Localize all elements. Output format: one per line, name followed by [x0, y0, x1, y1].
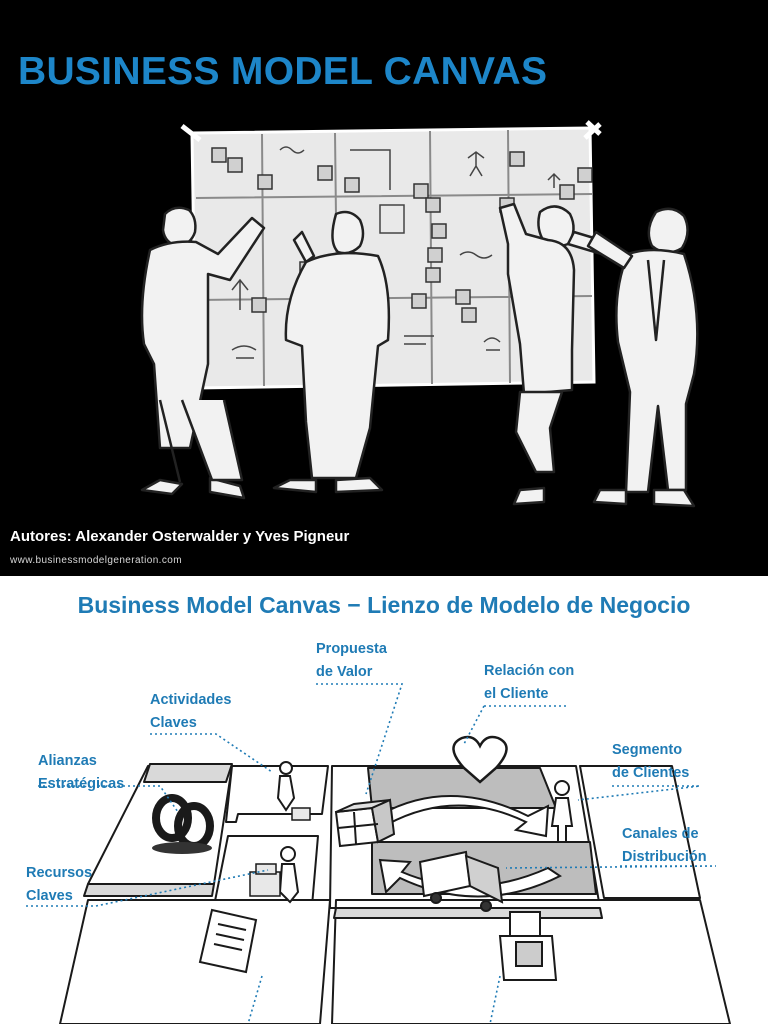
label-segmento-de-clientes: Segmento de Clientes	[612, 739, 689, 785]
bottom-slide: Business Model Canvas − Lienzo de Modelo…	[0, 576, 768, 1024]
label-alianzas-estrategicas: Alianzas Estratégicas	[38, 750, 124, 796]
truck-icon	[418, 850, 504, 912]
people-at-whiteboard-illustration	[140, 120, 699, 508]
person-icon	[276, 761, 574, 904]
page-title: BUSINESS MODEL CANVAS	[18, 50, 548, 93]
label-line: Claves	[150, 715, 197, 731]
authors-line: Autores: Alexander Osterwalder y Yves Pi…	[10, 528, 350, 545]
label-line: Propuesta	[316, 641, 387, 657]
label-relacion-con-el-cliente: Relación con el Cliente	[484, 660, 574, 706]
canvas-illustration	[26, 683, 731, 1024]
label-line: Segmento	[612, 742, 683, 758]
cash-register-icon	[498, 911, 558, 981]
heart-icon	[452, 735, 508, 784]
label-line: Alianzas	[38, 753, 97, 769]
label-line: de Clientes	[612, 765, 690, 781]
label-line: Estratégicas	[38, 776, 125, 792]
label-line: Distribución	[622, 849, 707, 865]
label-recursos-claves: Recursos Claves	[26, 862, 92, 908]
label-canales-de-distribucion: Canales de Distribución	[622, 823, 707, 869]
canvas-title: Business Model Canvas − Lienzo de Modelo…	[77, 592, 691, 618]
website-url[interactable]: www.businessmodelgeneration.com	[10, 555, 182, 566]
label-line: el Cliente	[484, 686, 549, 702]
label-line: Relación con	[484, 663, 575, 679]
document-icon	[198, 908, 258, 974]
label-line: Claves	[26, 888, 73, 904]
label-line: Actividades	[150, 692, 232, 708]
label-line: Canales de	[622, 826, 699, 842]
top-slide: BUSINESS MODEL CANVAS Autores: Alexander…	[0, 0, 768, 576]
gift-icon	[334, 798, 396, 848]
label-line: de Valor	[316, 664, 373, 680]
label-propuesta-de-valor: Propuesta de Valor	[316, 638, 387, 684]
label-line: Recursos	[26, 865, 93, 881]
label-actividades-claves: Actividades Claves	[150, 689, 231, 735]
